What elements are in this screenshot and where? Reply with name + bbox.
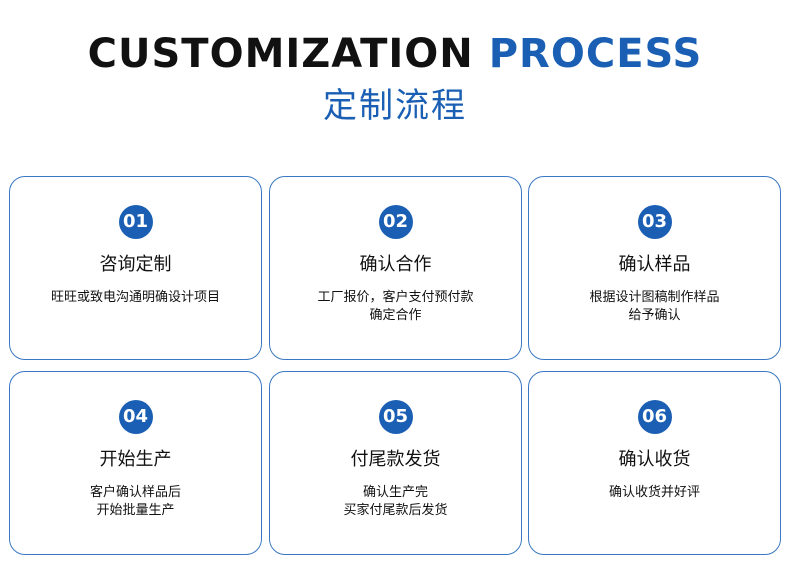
process-grid: 01 咨询定制 旺旺或致电沟通明确设计项目 02 确认合作 工厂报价，客户支付预… xyxy=(9,176,783,556)
step-number-badge: 05 xyxy=(378,400,413,434)
step-description-line: 确认生产完 xyxy=(362,485,428,500)
step-description-line: 工厂报价，客户支付预付款 xyxy=(317,290,474,305)
step-description-line: 开始批量生产 xyxy=(96,503,175,518)
step-number-badge: 06 xyxy=(637,400,672,434)
step-title: 确认样品 xyxy=(618,254,691,275)
step-card-3: 03 确认样品 根据设计图稿制作样品 给予确认 xyxy=(528,176,781,360)
title-en-part1: CUSTOMIZATION xyxy=(87,31,474,77)
page-title-cn: 定制流程 xyxy=(323,86,467,126)
step-card-2: 02 确认合作 工厂报价，客户支付预付款 确定合作 xyxy=(269,176,522,360)
step-description-line: 确认收货并好评 xyxy=(608,485,700,500)
step-title: 确认收货 xyxy=(618,449,691,470)
title-en-part2: PROCESS xyxy=(488,31,703,77)
step-number-badge: 04 xyxy=(118,400,153,434)
step-description: 确认收货并好评 xyxy=(539,484,770,502)
page-title-en: CUSTOMIZATION PROCESS xyxy=(0,28,790,80)
step-description-line: 给予确认 xyxy=(628,308,681,323)
step-title: 付尾款发货 xyxy=(350,449,441,470)
step-description: 客户确认样品后 开始批量生产 xyxy=(20,484,251,520)
step-number-badge: 03 xyxy=(637,205,672,239)
step-description-line: 买家付尾款后发货 xyxy=(343,503,448,518)
step-card-6: 06 确认收货 确认收货并好评 xyxy=(528,371,781,555)
step-description: 根据设计图稿制作样品 给予确认 xyxy=(539,289,770,325)
step-number-badge: 02 xyxy=(378,205,413,239)
step-title: 咨询定制 xyxy=(99,254,172,275)
step-description-line: 旺旺或致电沟通明确设计项目 xyxy=(50,290,220,305)
step-card-1: 01 咨询定制 旺旺或致电沟通明确设计项目 xyxy=(9,176,262,360)
step-description: 工厂报价，客户支付预付款 确定合作 xyxy=(280,289,511,325)
step-description: 旺旺或致电沟通明确设计项目 xyxy=(20,289,251,307)
step-title: 开始生产 xyxy=(99,449,172,470)
step-description-line: 客户确认样品后 xyxy=(89,485,181,500)
step-card-5: 05 付尾款发货 确认生产完 买家付尾款后发货 xyxy=(269,371,522,555)
step-title: 确认合作 xyxy=(359,254,432,275)
step-card-4: 04 开始生产 客户确认样品后 开始批量生产 xyxy=(9,371,262,555)
step-description-line: 确定合作 xyxy=(369,308,422,323)
step-description: 确认生产完 买家付尾款后发货 xyxy=(280,484,511,520)
step-number-badge: 01 xyxy=(118,205,153,239)
step-description-line: 根据设计图稿制作样品 xyxy=(589,290,720,305)
